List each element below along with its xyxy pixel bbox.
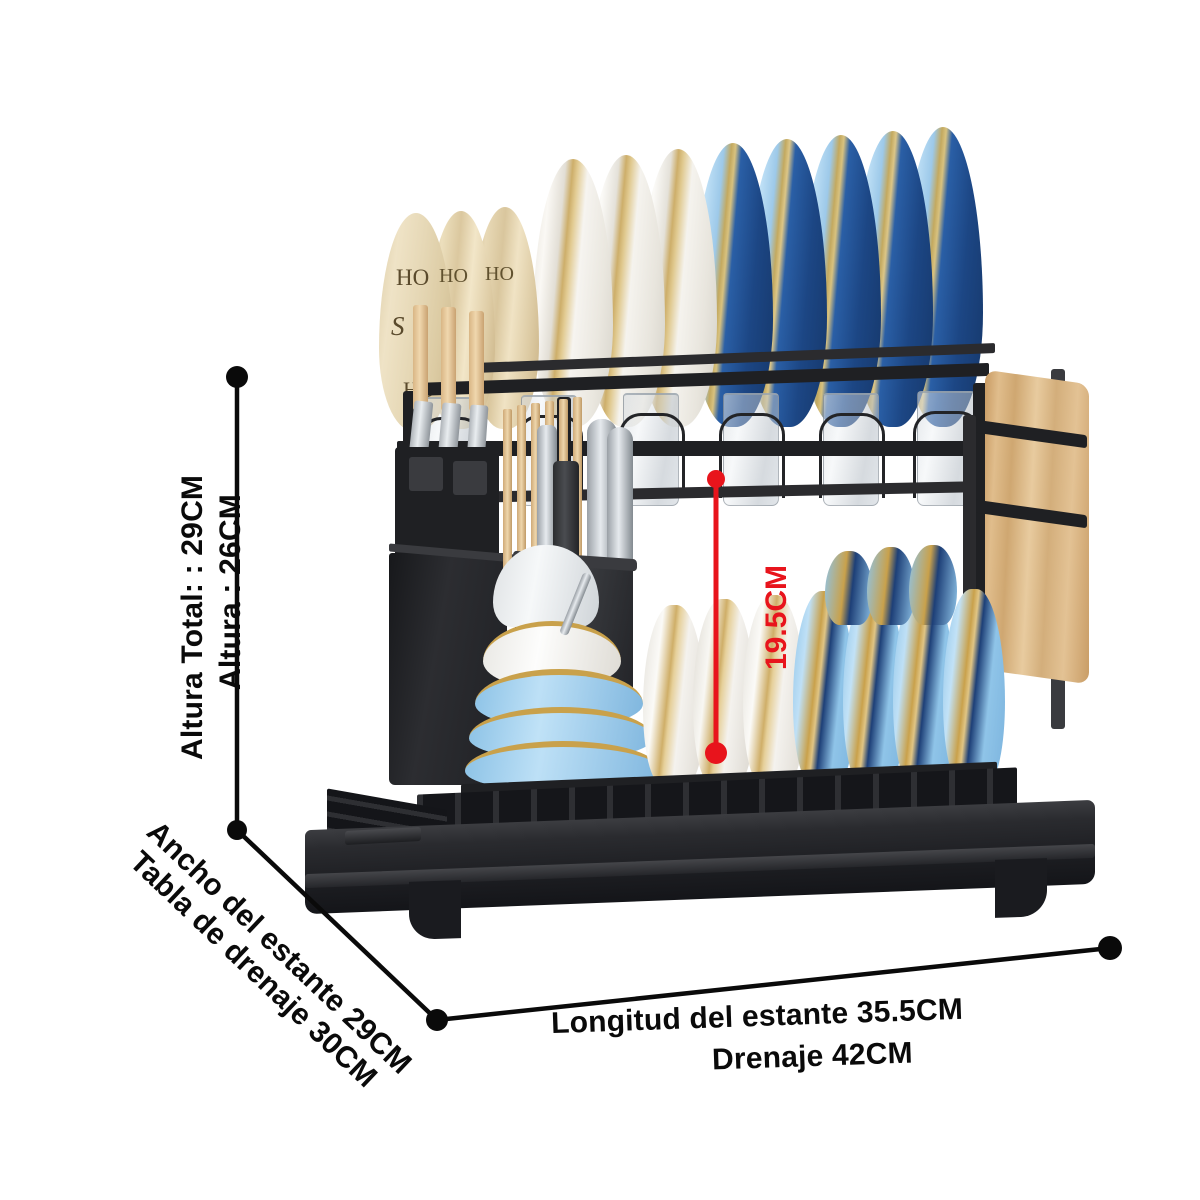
tray-foot-left <box>409 880 461 940</box>
height-line-cap-bottom <box>227 820 247 840</box>
bottom-tier-contents <box>465 545 1095 795</box>
knife-block-slot <box>409 457 443 491</box>
tray-foot-right <box>995 858 1047 918</box>
height-line-cap-top <box>226 366 248 388</box>
chopstick <box>503 409 512 579</box>
label-altura-total: Altura Total: : 29CM <box>176 474 209 760</box>
plate-bottom-blue <box>943 589 1005 783</box>
label-longitud-del-estante: Longitud del estante 35.5CM <box>550 992 964 1041</box>
drain-tray <box>305 763 1095 945</box>
knife-handle <box>413 305 428 411</box>
plate-text-ho: HO <box>396 265 430 290</box>
plate-text-ho: HO <box>485 263 514 285</box>
label-clearance-19-5cm: 19.5CM <box>760 564 793 670</box>
plate-text-ho: S <box>391 311 405 341</box>
length-line-cap <box>1098 936 1122 960</box>
chopstick <box>531 403 540 579</box>
plate-text-ho: HO <box>439 265 468 287</box>
plate-bottom-rear <box>909 545 957 625</box>
plate-bottom-rear <box>825 551 873 625</box>
chopstick <box>517 405 526 579</box>
knife-block-slot <box>453 461 487 495</box>
knife-handle <box>441 307 456 411</box>
dish-rack-illustration: HO S HO HO HO <box>295 115 1095 945</box>
knife-handle <box>469 311 484 411</box>
plate-bottom-rear <box>867 547 915 625</box>
label-altura: Altura : 26CM <box>214 494 247 690</box>
label-drenaje: Drenaje 42CM <box>711 1036 914 1077</box>
fork <box>537 425 557 575</box>
spoon <box>607 427 633 567</box>
depth-line-cap <box>426 1009 448 1031</box>
